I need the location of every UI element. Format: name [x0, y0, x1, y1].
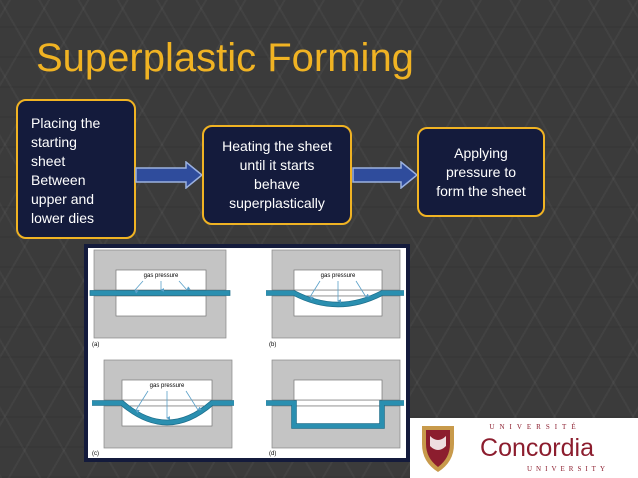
concordia-logo: UNIVERSITÉ Concordia UNIVERSITY	[410, 418, 638, 478]
gas-pressure-label: gas pressure	[150, 383, 185, 389]
panel-a: gas pressure (a)	[89, 249, 231, 348]
panel-label-d: (d)	[269, 451, 276, 457]
panel-label-b: (b)	[269, 342, 276, 348]
forming-diagram-figure: gas pressure (a) gas pressure (b)	[84, 244, 410, 462]
panel-label-c: (c)	[92, 451, 99, 457]
panel-b: gas pressure (b)	[266, 249, 404, 348]
gas-pressure-label: gas pressure	[144, 273, 179, 279]
arrow-right-icon	[352, 161, 419, 189]
step-text-2: Heating the sheet until it starts behave…	[222, 138, 332, 211]
slide-title: Superplastic Forming	[36, 36, 414, 80]
step-text-1: Placing the starting sheet Between upper…	[31, 115, 101, 226]
panel-label-a: (a)	[92, 342, 99, 348]
gas-pressure-label: gas pressure	[321, 273, 356, 279]
panel-d: (d)	[266, 359, 404, 457]
arrow-right-icon	[135, 161, 204, 189]
step-box-applying-pressure: Applying pressure to form the sheet	[417, 127, 545, 217]
step-box-placing-sheet: Placing the starting sheet Between upper…	[16, 99, 136, 239]
logo-name: Concordia	[480, 434, 594, 462]
step-box-heating-sheet: Heating the sheet until it starts behave…	[202, 125, 352, 225]
step-text-3: Applying pressure to form the sheet	[436, 144, 526, 199]
panel-c: gas pressure (c)	[92, 359, 234, 457]
concordia-logo-mark: UNIVERSITÉ Concordia UNIVERSITY	[422, 423, 609, 473]
forming-stages-diagram: gas pressure (a) gas pressure (b)	[88, 248, 406, 458]
logo-bottom-text: UNIVERSITY	[527, 465, 609, 473]
logo-top-text: UNIVERSITÉ	[489, 423, 580, 431]
